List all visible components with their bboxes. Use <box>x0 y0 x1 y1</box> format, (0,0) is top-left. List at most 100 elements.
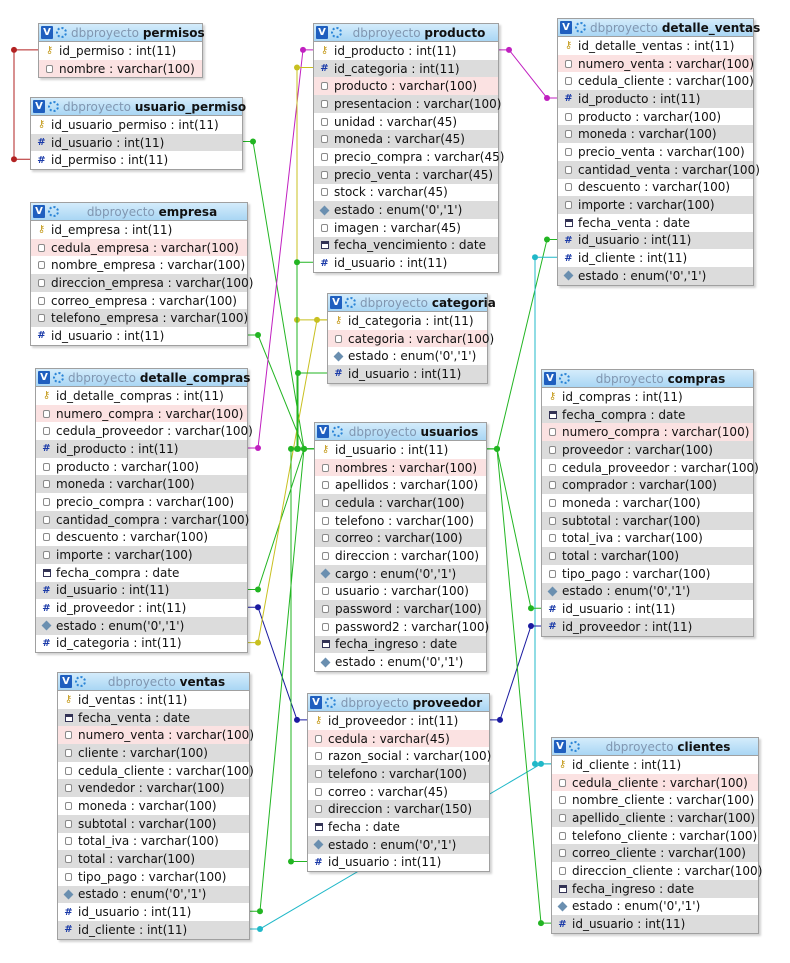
column-row[interactable]: estado : enum('0','1') <box>58 885 249 904</box>
column-row[interactable]: producto : varchar(100) <box>558 108 753 126</box>
column-row[interactable]: telefono : varchar(100) <box>315 512 486 530</box>
relation-line[interactable] <box>534 256 557 765</box>
column-row[interactable]: estado : enum('0','1') <box>308 835 489 854</box>
column-row[interactable]: estado : enum('0','1') <box>552 898 758 916</box>
column-row[interactable]: cliente : varchar(100) <box>58 744 249 762</box>
toggle-columns-icon[interactable]: V <box>560 21 572 34</box>
column-row[interactable]: vendedor : varchar(100) <box>58 779 249 798</box>
toggle-columns-icon[interactable]: V <box>33 205 45 218</box>
column-row[interactable]: cantidad_compra : varchar(100) <box>36 510 249 529</box>
column-row[interactable]: tipo_pago : varchar(100) <box>58 868 249 886</box>
column-row[interactable]: estado : enum('0','1') <box>328 347 487 365</box>
column-row[interactable]: estado : enum('0','1') <box>542 582 753 601</box>
toggle-columns-icon[interactable]: V <box>60 675 72 688</box>
column-row[interactable]: #id_permiso : int(11) <box>31 151 242 169</box>
column-row[interactable]: numero_compra : varchar(100) <box>542 423 753 442</box>
column-row[interactable]: importe : varchar(100) <box>558 196 753 214</box>
column-row[interactable]: estado : enum('0','1') <box>315 653 486 671</box>
relation-line[interactable] <box>296 67 327 321</box>
column-row[interactable]: numero_venta : varchar(100) <box>558 54 754 73</box>
column-row[interactable]: cedula_proveedor : varchar(100) <box>542 459 759 477</box>
column-row[interactable]: cedula : varchar(100) <box>315 494 486 512</box>
column-row[interactable]: #id_usuario : int(11) <box>58 903 249 921</box>
column-row[interactable]: precio_compra : varchar(100) <box>36 493 247 511</box>
column-row[interactable]: cedula : varchar(45) <box>308 729 489 748</box>
column-row[interactable]: ⚷id_compras : int(11) <box>542 388 753 406</box>
column-row[interactable]: correo : varchar(45) <box>308 783 489 801</box>
column-row[interactable]: cedula_empresa : varchar(100) <box>31 238 247 257</box>
column-row[interactable]: #id_usuario : int(11) <box>31 133 242 152</box>
column-row[interactable]: fecha_venta : date <box>558 214 753 232</box>
gear-icon[interactable] <box>559 373 570 384</box>
column-row[interactable]: fecha_compra : date <box>36 564 247 582</box>
column-row[interactable]: #id_usuario : int(11) <box>328 365 487 383</box>
column-row[interactable]: fecha_compra : date <box>542 405 753 424</box>
column-row[interactable]: cedula_proveedor : varchar(100) <box>36 422 253 440</box>
column-row[interactable]: apellido_cliente : varchar(100) <box>552 809 758 827</box>
column-row[interactable]: nombre : varchar(100) <box>39 59 202 78</box>
column-row[interactable]: imagen : varchar(45) <box>314 219 498 237</box>
gear-icon[interactable] <box>575 22 586 33</box>
column-row[interactable]: moneda : varchar(100) <box>542 494 753 512</box>
column-row[interactable]: #id_categoria : int(11) <box>36 635 247 653</box>
column-row[interactable]: password : varchar(100) <box>315 600 486 618</box>
column-row[interactable]: numero_compra : varchar(100) <box>36 404 247 423</box>
gear-icon[interactable] <box>53 372 64 383</box>
column-row[interactable]: #id_usuario : int(11) <box>558 231 753 250</box>
gear-icon[interactable] <box>56 27 67 38</box>
relation-line[interactable] <box>248 49 313 449</box>
gear-icon[interactable] <box>48 206 59 217</box>
column-row[interactable]: presentacion : varchar(100) <box>314 95 501 113</box>
toggle-columns-icon[interactable]: V <box>330 296 342 309</box>
column-row[interactable]: estado : enum('0','1') <box>314 201 498 219</box>
toggle-columns-icon[interactable]: V <box>317 425 329 438</box>
gear-icon[interactable] <box>331 27 342 38</box>
column-row[interactable]: moneda : varchar(100) <box>558 125 753 144</box>
toggle-columns-icon[interactable]: V <box>316 26 328 39</box>
column-row[interactable]: #id_usuario : int(11) <box>31 327 247 345</box>
column-row[interactable]: precio_compra : varchar(45) <box>314 148 504 166</box>
column-row[interactable]: estado : enum('0','1') <box>36 616 247 635</box>
column-row[interactable]: cedula_cliente : varchar(100) <box>58 762 254 780</box>
column-row[interactable]: estado : enum('0','1') <box>558 266 753 285</box>
gear-icon[interactable] <box>345 297 356 308</box>
column-row[interactable]: #id_cliente : int(11) <box>58 920 249 939</box>
column-row[interactable]: #id_usuario : int(11) <box>542 600 753 618</box>
relation-line[interactable] <box>250 448 314 912</box>
column-row[interactable]: moneda : varchar(100) <box>36 475 247 494</box>
column-row[interactable]: ⚷id_detalle_ventas : int(11) <box>558 37 753 55</box>
relation-line[interactable] <box>243 141 314 450</box>
toggle-columns-icon[interactable]: V <box>38 371 50 384</box>
column-row[interactable]: direccion_cliente : varchar(100) <box>552 862 762 880</box>
column-row[interactable]: direccion : varchar(150) <box>308 800 489 819</box>
column-row[interactable]: moneda : varchar(45) <box>314 130 498 149</box>
column-row[interactable]: direccion : varchar(100) <box>315 547 486 565</box>
toggle-columns-icon[interactable]: V <box>554 740 566 753</box>
column-row[interactable]: comprador : varchar(100) <box>542 476 753 495</box>
column-row[interactable]: subtotal : varchar(100) <box>542 511 753 530</box>
column-row[interactable]: #id_producto : int(11) <box>36 440 247 458</box>
column-row[interactable]: cedula_cliente : varchar(100) <box>552 773 758 792</box>
column-row[interactable]: fecha_ingreso : date <box>552 879 758 898</box>
column-row[interactable]: unidad : varchar(45) <box>314 113 498 131</box>
toggle-columns-icon[interactable]: V <box>33 100 45 113</box>
column-row[interactable]: #id_usuario : int(11) <box>36 581 247 600</box>
